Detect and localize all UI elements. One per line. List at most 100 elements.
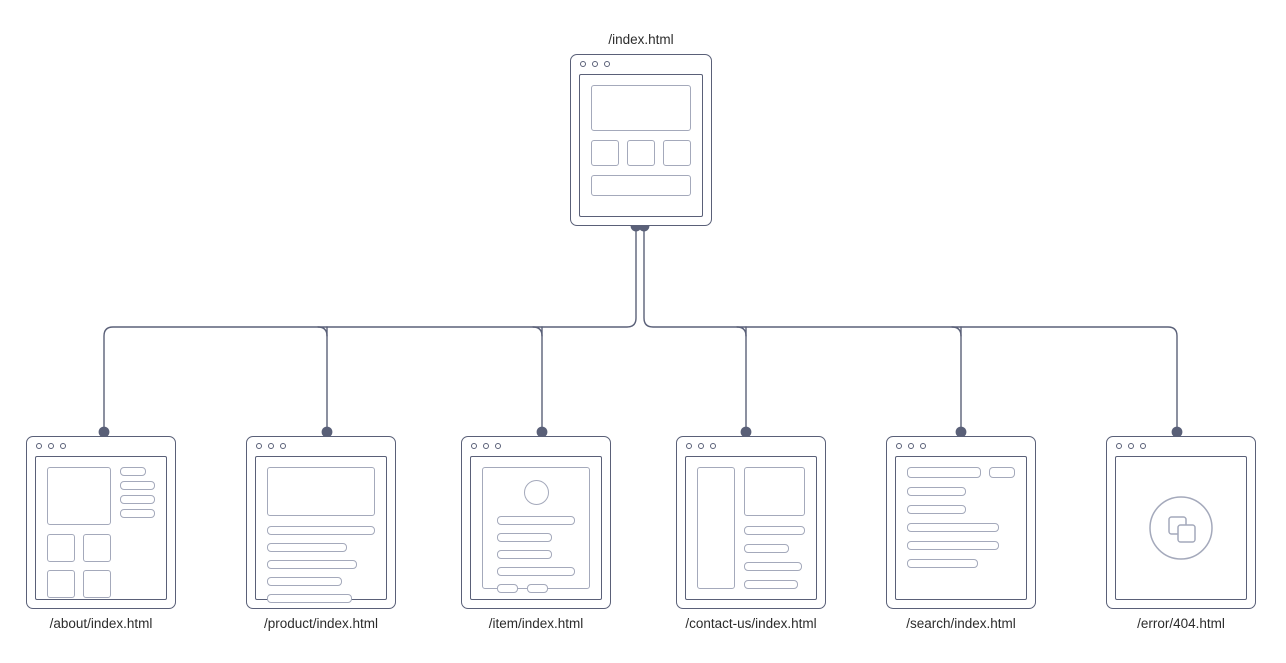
node-index[interactable]: /index.html — [570, 32, 712, 226]
window-dot-icon-3 — [280, 442, 286, 449]
mini-button — [497, 584, 518, 593]
titlebar — [247, 437, 395, 454]
hero-block — [267, 467, 375, 516]
node-label-error: /error/404.html — [1137, 616, 1225, 631]
node-item[interactable]: /item/index.html — [461, 436, 611, 632]
window-dot-icon-3 — [1140, 442, 1146, 449]
avatar-circle-icon — [523, 480, 549, 505]
browser-frame-contact-us — [676, 436, 826, 609]
node-contact-us[interactable]: /contact-us/index.html — [676, 436, 826, 632]
text-line — [267, 594, 353, 603]
window-dot-icon-3 — [60, 442, 66, 449]
elbow-product — [317, 326, 328, 337]
page-viewport — [35, 456, 167, 600]
trunk-right — [643, 223, 1178, 428]
window-dot-icon-1 — [896, 442, 902, 449]
browser-frame-index — [570, 54, 712, 226]
titlebar — [887, 437, 1035, 454]
node-label-product: /product/index.html — [263, 616, 379, 631]
text-line — [744, 580, 799, 589]
text-line-group — [120, 467, 155, 525]
grid-tile — [47, 570, 75, 598]
card-1 — [591, 140, 619, 166]
elbow-contact — [736, 326, 747, 337]
grid-tile — [83, 570, 111, 598]
broken-page-icon — [1149, 496, 1213, 560]
image-placeholder — [47, 467, 111, 525]
hero-block — [591, 85, 691, 131]
titlebar — [27, 437, 175, 454]
page-viewport — [255, 456, 387, 603]
text-line — [120, 467, 146, 476]
window-dot-icon-1 — [471, 442, 477, 449]
side-panel — [697, 467, 735, 589]
text-line-group — [744, 526, 805, 589]
text-line — [267, 577, 342, 586]
node-label-search: /search/index.html — [906, 616, 1016, 631]
titlebar — [1107, 437, 1255, 454]
browser-frame-item — [461, 436, 611, 609]
text-line — [744, 544, 790, 553]
window-dot-icon-2 — [48, 442, 54, 449]
text-line — [120, 481, 155, 490]
text-line — [497, 567, 575, 576]
node-about[interactable]: /about/index.html — [26, 436, 176, 632]
browser-frame-search — [886, 436, 1036, 609]
window-dot-icon-1 — [36, 442, 42, 449]
text-line-group — [497, 516, 575, 576]
page-viewport — [579, 74, 703, 217]
mini-button — [527, 584, 548, 593]
main-column — [744, 467, 805, 589]
window-dot-icon-3 — [604, 60, 610, 67]
text-line — [497, 550, 552, 559]
node-product[interactable]: /product/index.html — [246, 436, 396, 632]
result-line — [907, 559, 979, 568]
search-bar — [907, 467, 1015, 478]
card-3 — [663, 140, 691, 166]
contact-layout — [697, 467, 805, 589]
node-label-item: /item/index.html — [488, 616, 584, 631]
text-line — [744, 562, 802, 571]
titlebar — [571, 55, 711, 72]
card-2 — [627, 140, 655, 166]
page-viewport — [1115, 456, 1247, 600]
text-line — [497, 533, 552, 542]
button-row — [497, 584, 575, 593]
window-dot-icon-2 — [592, 60, 598, 67]
browser-frame-about — [26, 436, 176, 609]
grid-tile — [47, 534, 75, 562]
node-label-contact-us: /contact-us/index.html — [685, 616, 817, 631]
window-dot-icon-1 — [686, 442, 692, 449]
text-line-group — [267, 526, 375, 603]
trunk-left — [103, 223, 637, 428]
window-dot-icon-3 — [920, 442, 926, 449]
result-line — [907, 541, 999, 550]
text-line — [497, 516, 575, 525]
about-top-section — [47, 467, 155, 525]
browser-frame-product — [246, 436, 396, 609]
window-dot-icon-2 — [1128, 442, 1134, 449]
window-dot-icon-3 — [710, 442, 716, 449]
wide-bar — [591, 175, 691, 196]
text-line — [744, 526, 805, 535]
hero-block — [744, 467, 805, 516]
titlebar — [462, 437, 610, 454]
node-label-about: /about/index.html — [49, 616, 153, 631]
node-search[interactable]: /search/index.html — [886, 436, 1036, 632]
node-label-index: /index.html — [608, 32, 674, 47]
window-dot-icon-1 — [1116, 442, 1122, 449]
error-body — [1127, 467, 1235, 589]
result-line-group — [907, 487, 1015, 568]
elbow-search — [951, 326, 962, 337]
grid-tile — [83, 534, 111, 562]
window-dot-icon-2 — [698, 442, 704, 449]
search-submit-button — [989, 467, 1015, 478]
window-dot-icon-2 — [268, 442, 274, 449]
tile-grid — [47, 534, 111, 598]
window-dot-icon-2 — [483, 442, 489, 449]
node-error[interactable]: /error/404.html — [1106, 436, 1256, 632]
result-line — [907, 523, 999, 532]
window-dot-icon-3 — [495, 442, 501, 449]
result-line — [907, 487, 967, 496]
